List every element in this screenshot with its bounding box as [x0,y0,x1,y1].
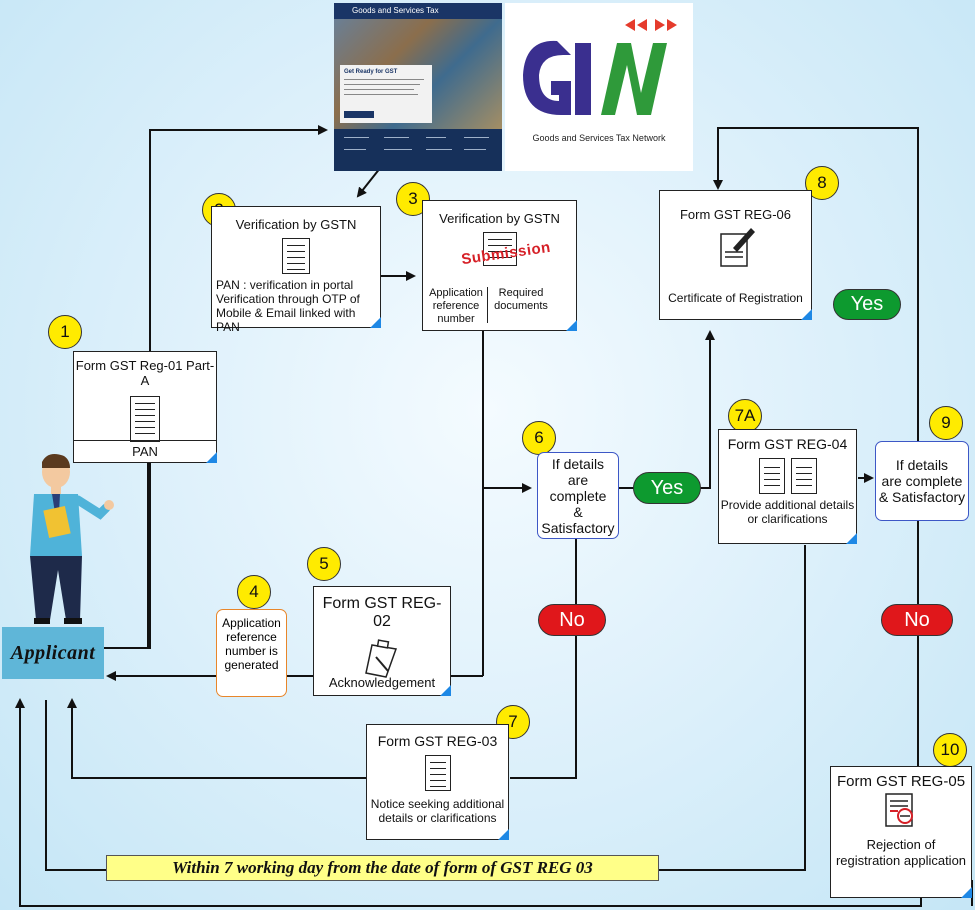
gst-portal-screenshot: Goods and Services Tax Get Ready for GST [334,3,502,171]
step10-badge: 10 [933,733,967,767]
step3-left2: reference [432,300,480,312]
certificate-pen-icon [719,228,755,267]
step1-badge: 1 [48,315,82,349]
step7a-line1: Provide additional details [720,498,855,512]
step2-line1: PAN : verification in portal [216,278,354,292]
document-icon [424,755,451,791]
step3-right1: Required [498,287,544,299]
applicant-figure-icon [30,454,114,624]
step4-line4: generated [224,658,279,672]
step1-title: Form GST Reg-01 Part-A [75,358,215,388]
portal-header: Goods and Services Tax [352,6,439,15]
line-banner-to-applicant [45,700,106,871]
step10-line2: registration application [835,853,967,868]
gstn-logo: Goods and Services Tax Network [505,3,693,171]
no-label-step9: No [881,604,953,636]
step2-verification-box: Verification by GSTN PAN : verification … [211,206,381,334]
portal-headline: Get Ready for GST [344,69,398,75]
document-icon [282,238,310,274]
step2-line2: Verification through OTP of [216,292,360,306]
step8-title: Form GST REG-06 [679,207,791,222]
step7-line1: Notice seeking additional [370,797,505,811]
step8-certificate-box: Form GST REG-06 Certificate of Registrat… [659,190,812,320]
step9-line3: & Satisfactory [878,489,966,505]
rejection-document-icon [885,793,913,827]
step3-submission-box: Verification by GSTN Submission Applicat… [422,200,577,331]
step6-line3: & Satisfactory [541,503,615,536]
documents-icon [719,458,856,494]
step3-left3: number [437,313,475,325]
step8-footer: Certificate of Registration [668,291,803,305]
step10-rejection-box: Form GST REG-05 Rejection of registratio… [830,766,972,898]
step5-title: Form GST REG-02 [322,595,442,630]
step10-title: Form GST REG-05 [836,773,966,790]
step4-line3: number is [225,644,278,658]
line-step7-to-applicant [67,698,366,779]
step2-title: Verification by GSTN [235,217,357,232]
no-label-step6: No [538,604,606,636]
step7-title: Form GST REG-03 [377,733,498,749]
applicant-label: Applicant [2,627,104,679]
step7a-title: Form GST REG-04 [727,436,848,452]
deadline-banner: Within 7 working day from the date of fo… [106,855,659,881]
step9-line1: If details [895,457,949,473]
step7-notice-box: Form GST REG-03 Notice seeking additiona… [366,724,509,840]
step7-line2: details or clarifications [378,811,497,825]
step4-line2: reference [226,630,277,644]
step4-box: Application reference number is generate… [216,609,287,697]
step7a-box: Form GST REG-04 Provide additional detai… [718,429,857,544]
step1-footer: PAN [132,444,158,459]
yes-label-step6: Yes [633,472,701,504]
step4-badge: 4 [237,575,271,609]
clipboard-icon [365,639,398,678]
step3-left1: Application [429,287,483,299]
step7a-badge: 7A [728,399,762,433]
yes-label-step9: Yes [833,289,901,320]
step2-line3: Mobile & Email linked with PAN [216,306,356,334]
document-icon [482,232,517,266]
step5-badge: 5 [307,547,341,581]
gstn-caption: Goods and Services Tax Network [532,133,666,143]
step6-badge: 6 [522,421,556,455]
document-icon [130,396,160,442]
step5-footer: Acknowledgement [328,675,436,690]
step1-form-box: Form GST Reg-01 Part-A PAN [73,351,217,463]
step6-line2: are complete [549,471,607,504]
step6-line1: If details [551,455,605,472]
line-yes-to-step8 [700,330,715,489]
step9-decision: If details are complete & Satisfactory [875,441,969,521]
step4-line1: Application [222,616,281,630]
step9-badge: 9 [929,406,963,440]
line-step7a-to-banner [659,545,806,871]
step10-line1: Rejection of [866,837,936,852]
step3-right2: documents [494,300,548,312]
gstn-logo-mark [523,19,677,115]
step6-decision: If details are complete & Satisfactory [537,452,619,539]
step7a-line2: or clarifications [747,512,828,526]
step3-title: Verification by GSTN [439,211,560,226]
step5-acknowledgement-box: Form GST REG-02 Acknowledgement [313,586,451,696]
step9-line2: are complete [881,473,963,489]
step3-badge: 3 [396,182,430,216]
